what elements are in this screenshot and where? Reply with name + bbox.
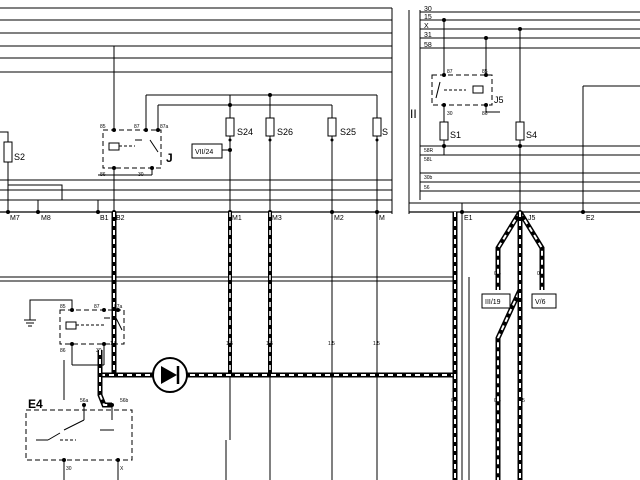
- relay-j-dots: [112, 128, 160, 170]
- relay-j: [98, 46, 377, 212]
- bus-label-58l: 58L: [424, 157, 433, 163]
- ref-boxes-right: [481, 293, 557, 309]
- relay-j-pin-85: 85: [100, 124, 106, 130]
- fuse-s26-label: S26: [277, 127, 293, 137]
- striped-wires-right: [452, 210, 545, 480]
- bus-label-30: 30: [424, 6, 432, 13]
- wire-size-m: 1.5: [373, 341, 380, 347]
- terminal-j5: J5: [528, 215, 536, 222]
- relay-j5-dots: [442, 18, 585, 214]
- relay-lower: [24, 299, 125, 400]
- bus-label-56: 56: [424, 185, 430, 191]
- fuse-s25-label: S25: [340, 127, 356, 137]
- relay-lower-striped: [97, 350, 112, 408]
- terminal-m8: M8: [41, 215, 51, 222]
- terminal-m3: M3: [272, 215, 282, 222]
- relay-j-pin-86: 86: [100, 172, 106, 178]
- left-bus-lines: [0, 7, 455, 282]
- bus-label-x: X: [424, 23, 429, 30]
- relay-lower-pin-86: 86: [60, 348, 66, 354]
- terminal-m-partial: M: [379, 215, 385, 222]
- switch-e4-pin-56b: 56b: [120, 398, 129, 404]
- ref-v6: V/6: [535, 299, 546, 306]
- right-bus-labels: 30 15 X 31 58 58R 58L 30b 56 II: [410, 6, 434, 191]
- relay-j-pin-87: 87: [134, 124, 140, 130]
- relay-lower-pin-87: 87: [94, 304, 100, 310]
- relay-j5-label: J5: [494, 95, 504, 105]
- fuse-s24-label: S24: [237, 127, 253, 137]
- wire-size-m2: 1.5: [328, 341, 335, 347]
- terminal-m2: M2: [334, 215, 344, 222]
- ref-vii24-box: [191, 143, 230, 159]
- bus-label-15: 15: [424, 14, 432, 21]
- switch-e4-pin-x: X: [120, 466, 124, 472]
- wire-size-m3: 1.5: [266, 341, 273, 347]
- bus-label-58r: 58R: [424, 148, 434, 154]
- terminal-e2: E2: [586, 215, 595, 222]
- relay-j5: [431, 20, 525, 212]
- terminal-m1: M1: [232, 215, 242, 222]
- wire-size-m1: 1.5: [226, 341, 233, 347]
- relay-j5-pin-86: 86: [482, 111, 488, 117]
- diode: [152, 357, 188, 393]
- terminal-b1: B1: [100, 215, 109, 222]
- relay-j5-pin-30: 30: [447, 111, 453, 117]
- relay-lower-dots: [70, 308, 120, 346]
- striped-wires-left: [111, 212, 272, 375]
- relay-j5-pin-87: 87: [447, 69, 453, 75]
- section-mark: II: [410, 107, 417, 121]
- terminal-m7: M7: [10, 215, 20, 222]
- fuse-s2-label: S2: [14, 152, 25, 162]
- right-bus-lines: [408, 10, 640, 214]
- relay-j-pin-87a: 87a: [160, 124, 169, 130]
- terminal-b2: B2: [116, 215, 125, 222]
- fuse-s-partial-label: S: [382, 127, 388, 137]
- fuses-upper-dots: [228, 93, 379, 152]
- switch-e4-dots: [62, 403, 120, 462]
- fuse-s4-label: S4: [526, 130, 537, 140]
- switch-e4-pin-56a: 56a: [80, 398, 89, 404]
- ref-iii19: III/19: [485, 299, 501, 306]
- relay-lower-pin-85: 85: [60, 304, 66, 310]
- relay-lower-pin-87a: 87a: [114, 304, 123, 310]
- relay-j-pin-30: 30: [138, 172, 144, 178]
- switch-e4-pin-30: 30: [66, 466, 72, 472]
- relay-j-label: J: [166, 151, 173, 165]
- fuse-s1-label: S1: [450, 130, 461, 140]
- terminal-e1: E1: [464, 215, 473, 222]
- bus-label-58: 58: [424, 42, 432, 49]
- bus-label-31: 31: [424, 32, 432, 39]
- bus-label-30b: 30b: [424, 175, 433, 181]
- switch-e4: [25, 405, 133, 480]
- relay-j5-pin-85: 85: [482, 69, 488, 75]
- ref-vii24: VII/24: [195, 149, 213, 156]
- fuses-upper: [225, 95, 382, 480]
- fuse-s2: [3, 141, 13, 163]
- switch-e4-label: E4: [28, 397, 43, 411]
